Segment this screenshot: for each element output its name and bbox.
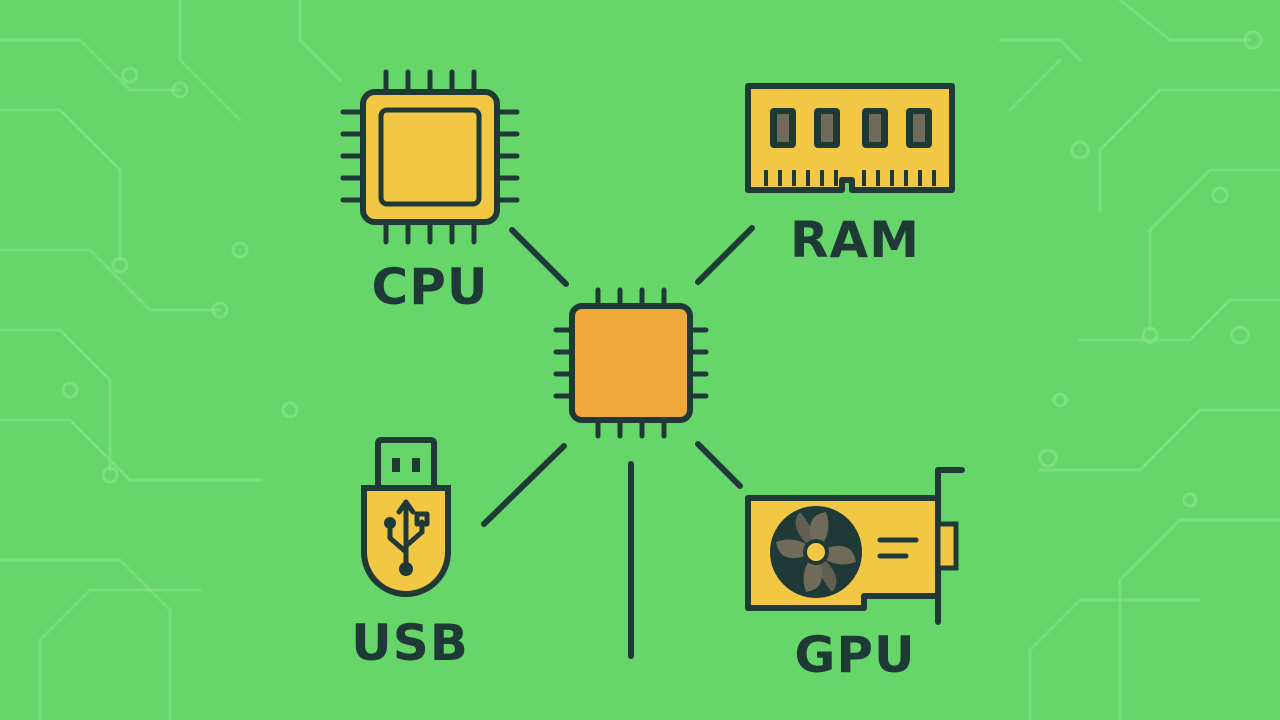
trace-right-mid-2 <box>1078 298 1280 342</box>
trace-pad <box>1141 326 1159 344</box>
usb-symbol-dot <box>384 517 396 529</box>
usb-symbol-base <box>399 562 413 576</box>
trace-right-bottom <box>1118 518 1280 720</box>
memory-stick-icon <box>745 83 955 193</box>
trace-right-bottom-2 <box>1028 598 1202 720</box>
trace-right-mid-3 <box>1038 408 1280 472</box>
trace-right-mid <box>1148 168 1280 332</box>
trace-left-bottom <box>0 418 262 482</box>
usb-connector-slot <box>392 458 400 472</box>
trace-pad <box>1038 448 1058 468</box>
trace-top-left-3 <box>178 0 242 122</box>
trace-pad <box>231 241 249 259</box>
connection-arrows <box>481 225 755 659</box>
trace-pad <box>61 381 79 399</box>
trace-pad <box>211 301 229 319</box>
trace-top-right-3 <box>998 38 1082 62</box>
arrow-usb-to-hub <box>481 443 567 527</box>
circuit-trace-pads <box>61 30 1263 508</box>
graphics-card-icon <box>745 467 965 625</box>
trace-pad <box>1211 186 1229 204</box>
ram-chip-inner <box>869 114 881 142</box>
trace-left-bottom-2 <box>0 558 172 720</box>
ram-chip-inner <box>913 114 925 142</box>
ram-module-body <box>745 83 955 193</box>
trace-left-bottom-3 <box>38 588 202 720</box>
trace-pad <box>1243 30 1263 50</box>
usb-connector-slot <box>412 458 420 472</box>
trace-pad <box>1070 140 1090 160</box>
arrow-gpu-to-hub <box>695 441 743 489</box>
chip-icon <box>553 287 709 439</box>
usb-connector <box>375 437 437 491</box>
gpu-label: GPU <box>794 626 916 684</box>
trace-pad <box>101 466 119 484</box>
trace-pad <box>1230 325 1250 345</box>
ram-chip-inner <box>821 114 833 142</box>
usb-drive-icon <box>361 437 451 597</box>
cpu-chip-die <box>378 107 482 207</box>
arrow-cpu-to-hub <box>509 227 569 287</box>
usb-symbol-icon <box>387 499 430 569</box>
usb-label: USB <box>351 614 469 672</box>
hub-chip-body <box>569 303 693 423</box>
cpu-label: CPU <box>371 258 489 316</box>
trace-top-left-2 <box>0 108 122 262</box>
trace-pad <box>281 401 299 419</box>
trace-right-upper <box>1008 58 1062 112</box>
trace-pad <box>121 66 139 84</box>
gpu-connector <box>935 521 959 571</box>
trace-pad <box>111 256 129 274</box>
trace-pad <box>1052 392 1068 408</box>
gpu-vent-lines <box>877 537 919 559</box>
ram-contacts <box>764 170 936 186</box>
trace-top-left <box>0 38 182 92</box>
trace-top-mid <box>298 0 342 82</box>
trace-left-mid-2 <box>0 328 112 472</box>
trace-left-mid <box>0 248 222 312</box>
trace-pad <box>171 81 189 99</box>
trace-top-right <box>1118 0 1252 42</box>
ram-label: RAM <box>790 211 920 269</box>
cpu-chip-pins <box>340 69 520 245</box>
gpu-fan-hub <box>803 539 829 565</box>
cpu-chip-icon <box>340 69 520 245</box>
ram-chip-inner <box>777 114 789 142</box>
trace-top-right-2 <box>1098 88 1280 212</box>
trace-pad <box>1182 492 1198 508</box>
arrow-ram-to-hub <box>695 225 755 285</box>
